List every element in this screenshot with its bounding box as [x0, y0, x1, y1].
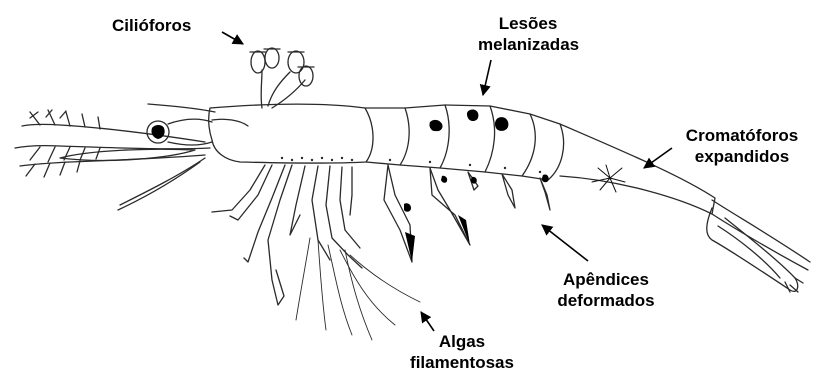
label-appendages: Apêndices deformados	[540, 269, 672, 311]
abdominal-segment-1	[365, 108, 409, 165]
eye-pigment	[151, 125, 164, 139]
arrow-lesions	[483, 60, 491, 95]
filamentous-algae	[296, 238, 420, 340]
chromatophore	[592, 165, 625, 192]
carapace	[209, 104, 373, 163]
label-ciliophores: Cilióforos	[112, 15, 191, 36]
arrow-chromatophores	[644, 148, 672, 168]
pereiopods	[212, 165, 362, 305]
label-lesions: Lesões melanizadas	[478, 13, 578, 55]
label-lesions-line2: melanizadas	[478, 34, 578, 55]
arrow-appendages	[542, 225, 588, 261]
setae-dots	[281, 157, 541, 173]
melanized-lesions	[404, 109, 549, 262]
ciliophore-cluster	[250, 48, 314, 108]
antennae	[15, 110, 210, 210]
label-lesions-line1: Lesões	[478, 13, 578, 34]
label-chromatophores: Cromatóforos expandidos	[676, 125, 808, 167]
label-algae-line1: Algas	[396, 331, 528, 352]
arrow-ciliophores	[222, 32, 243, 44]
arrow-algae	[421, 312, 434, 331]
label-chromatophores-line2: expandidos	[676, 146, 808, 167]
label-appendages-line2: deformados	[540, 290, 672, 311]
label-algae-line2: filamentosas	[396, 352, 528, 373]
uropod	[707, 208, 798, 291]
label-appendages-line1: Apêndices	[540, 269, 672, 290]
label-chromatophores-line1: Cromatóforos	[676, 125, 808, 146]
rostrum	[148, 104, 215, 112]
abdominal-segment-5	[522, 114, 564, 180]
label-algae: Algas filamentosas	[396, 331, 528, 373]
